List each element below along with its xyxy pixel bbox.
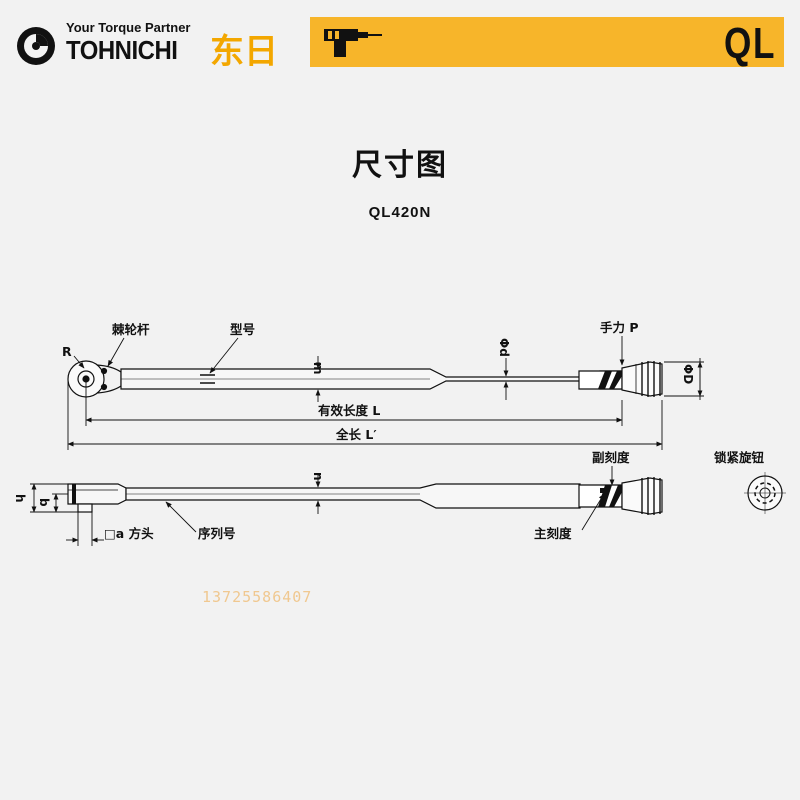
lock-knob-end-view <box>744 472 786 514</box>
dim-d-small-label: Φd <box>497 338 511 357</box>
dim-h-label: h <box>13 494 27 503</box>
model-label: 型号 <box>230 322 255 337</box>
brand-name: TOHNICHI <box>66 35 178 65</box>
dim-b-label: b <box>37 498 51 507</box>
ratchet-label: 棘轮杆 <box>112 322 150 337</box>
top-view-labels: R 棘轮杆 型号 m Φd 手力 P ΦD 有效长度 L 全长 L′ <box>62 320 695 442</box>
series-code: QL <box>723 19 776 68</box>
top-view-dimensions <box>67 336 704 450</box>
series-banner: QL <box>310 17 784 68</box>
serial-number-label: 序列号 <box>198 526 236 541</box>
brand-logo: Your Torque Partner TOHNICHI 东日 <box>16 14 306 72</box>
tohnichi-logo-icon <box>17 27 55 65</box>
brand-name-cn: 东日 <box>210 32 278 72</box>
side-view-dimensions <box>30 466 615 546</box>
side-view-labels: n h b □a 方头 序列号 副刻度 主刻度 锁紧旋钮 <box>13 450 765 541</box>
dim-r-label: R <box>62 344 72 359</box>
dim-n-label: n <box>311 472 325 481</box>
wrench-top-view <box>67 360 663 398</box>
wrench-side-view <box>67 477 663 515</box>
dim-d-large-label: ΦD <box>681 364 695 384</box>
dim-m-label: m <box>311 362 325 375</box>
header: Your Torque Partner TOHNICHI 东日 QL <box>0 0 800 80</box>
torque-driver-icon <box>324 29 382 57</box>
hand-position-label: 手力 P <box>600 320 639 335</box>
square-drive-label: □a 方头 <box>104 526 154 541</box>
overall-length-label: 全长 L′ <box>335 427 377 442</box>
sub-scale-label: 副刻度 <box>592 450 630 465</box>
page-title: 尺寸图 <box>352 148 448 183</box>
main-scale-label: 主刻度 <box>534 526 572 541</box>
lock-knob-label: 锁紧旋钮 <box>714 450 765 465</box>
model-number: QL420N <box>368 204 432 221</box>
effective-length-label: 有效长度 L <box>318 403 380 418</box>
watermark-phone: 13725586407 <box>202 588 313 606</box>
brand-tagline: Your Torque Partner <box>66 20 191 35</box>
